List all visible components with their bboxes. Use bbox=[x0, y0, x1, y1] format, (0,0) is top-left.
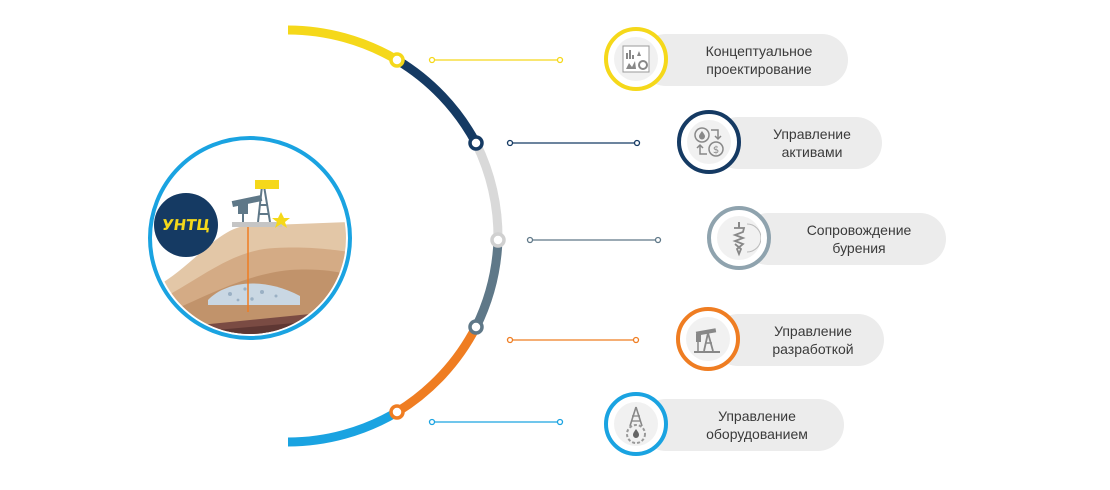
arc-segment-blue bbox=[288, 412, 397, 442]
node-5 bbox=[391, 406, 403, 418]
arc-segment-orange bbox=[397, 327, 476, 412]
item-label-line2: разработкой bbox=[772, 340, 853, 358]
item-drilling-support[interactable]: Сопровождение бурения bbox=[742, 213, 946, 265]
logo-text: УНТЦ bbox=[161, 216, 212, 234]
arc-segment-yellow bbox=[288, 30, 397, 60]
item-label-line1: Управление bbox=[773, 125, 851, 143]
arc-segment-navy bbox=[397, 60, 476, 143]
company-logo: УНТЦ bbox=[154, 193, 218, 257]
connector-4 bbox=[508, 338, 639, 343]
svg-text:$: $ bbox=[713, 145, 719, 156]
connectors bbox=[430, 58, 661, 425]
connector-3 bbox=[528, 238, 661, 243]
field-development-icon-circle bbox=[676, 307, 740, 371]
equipment-management-icon-circle bbox=[604, 392, 668, 456]
connector-1 bbox=[430, 58, 563, 63]
node-1 bbox=[391, 54, 403, 66]
item-label-line2: оборудованием bbox=[706, 425, 808, 443]
node-2 bbox=[470, 137, 482, 149]
node-4 bbox=[470, 321, 482, 333]
asset-management-icon-circle: $ bbox=[677, 110, 741, 174]
drilling-support-icon-circle bbox=[707, 206, 771, 270]
asset-exchange-icon: $ bbox=[687, 120, 731, 164]
item-label-line1: Управление bbox=[772, 322, 853, 340]
item-equipment-management[interactable]: Управление оборудованием bbox=[640, 399, 844, 451]
conceptual-design-icon-circle bbox=[604, 27, 668, 91]
rig-gear-icon bbox=[614, 402, 658, 446]
pump-jack-icon bbox=[686, 317, 730, 361]
item-label-line1: Управление bbox=[706, 407, 808, 425]
item-conceptual-design[interactable]: Концептуальное проектирование bbox=[640, 34, 848, 86]
item-label-line1: Концептуальное bbox=[706, 42, 813, 60]
arc-segment-slate bbox=[476, 240, 498, 327]
node-3 bbox=[492, 234, 504, 246]
item-label-line2: проектирование bbox=[706, 60, 813, 78]
item-label-line2: активами bbox=[773, 143, 851, 161]
item-label-line2: бурения bbox=[807, 239, 912, 257]
drill-bit-icon bbox=[717, 216, 761, 260]
connector-2 bbox=[508, 141, 640, 146]
charts-icon bbox=[614, 37, 658, 81]
arc-segment-lightgray bbox=[476, 143, 498, 240]
item-label-line1: Сопровождение bbox=[807, 221, 912, 239]
connector-5 bbox=[430, 420, 563, 425]
